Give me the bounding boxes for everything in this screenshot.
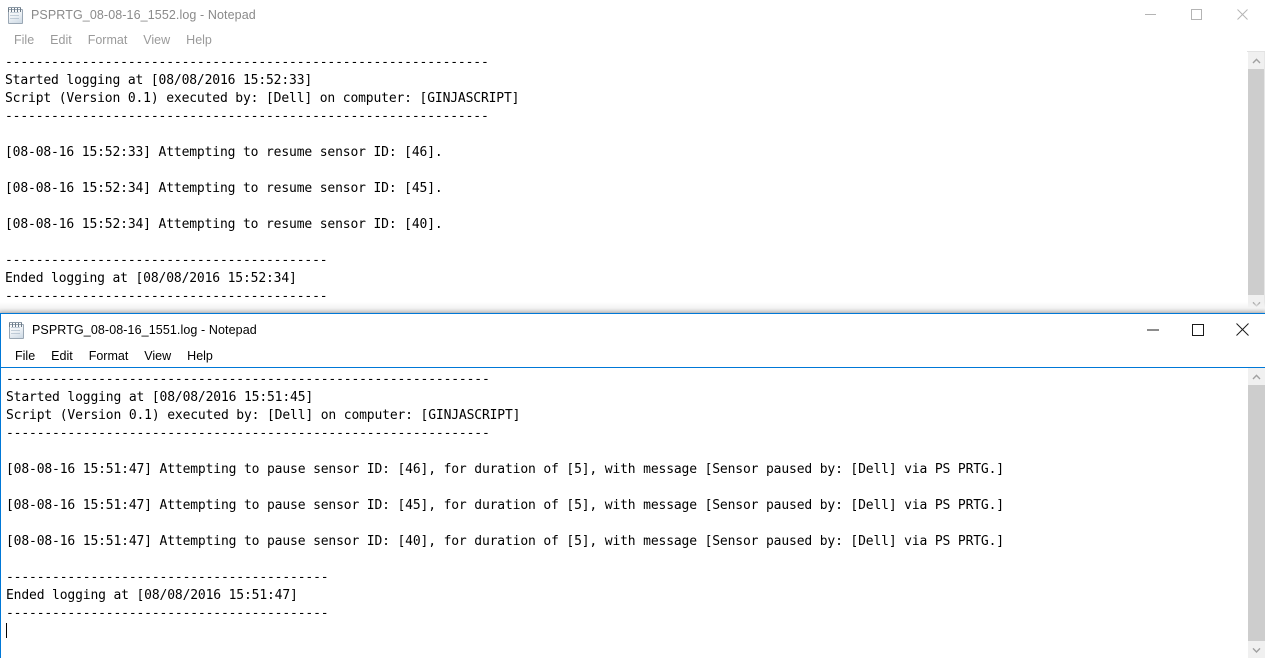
scroll-down-arrow-icon[interactable] [1248, 641, 1265, 658]
menubar: File Edit Format View Help [0, 29, 1265, 51]
log-line [6, 515, 1247, 533]
log-line [5, 126, 1247, 144]
log-line [6, 551, 1247, 569]
menu-format[interactable]: Format [87, 32, 128, 47]
log-line: ----------------------------------------… [6, 606, 329, 621]
text-caret-line [6, 623, 1247, 641]
log-text-area[interactable]: ----------------------------------------… [1, 368, 1247, 658]
log-line: Script (Version 0.1) executed by: [Dell]… [5, 91, 520, 106]
log-line: Started logging at [08/08/2016 15:51:45] [6, 390, 314, 405]
menu-view[interactable]: View [143, 32, 171, 47]
scroll-up-arrow-icon[interactable] [1248, 52, 1265, 69]
menu-edit[interactable]: Edit [51, 348, 73, 363]
log-line: ----------------------------------------… [5, 253, 328, 268]
menu-format[interactable]: Format [88, 348, 129, 363]
scroll-up-arrow-icon[interactable] [1248, 368, 1265, 385]
log-line: ----------------------------------------… [5, 109, 489, 124]
notepad-icon [8, 321, 25, 339]
notepad-window-foreground[interactable]: PSPRTG_08-08-16_1551.log - Notepad File … [0, 313, 1265, 658]
window-controls [1127, 0, 1265, 29]
text-caret [6, 623, 7, 638]
window-title: PSPRTG_08-08-16_1551.log - Notepad [32, 322, 257, 337]
client-area: ----------------------------------------… [1, 367, 1265, 658]
log-line: ----------------------------------------… [5, 289, 328, 304]
scrollbar-track[interactable] [1248, 69, 1265, 295]
menubar: File Edit Format View Help [1, 345, 1265, 367]
log-line: [08-08-16 15:52:34] Attempting to resume… [5, 181, 443, 196]
client-area: ----------------------------------------… [0, 51, 1265, 312]
scrollbar-thumb[interactable] [1248, 69, 1265, 295]
log-line [5, 198, 1247, 216]
log-line: [08-08-16 15:51:47] Attempting to pause … [6, 534, 1004, 549]
menu-edit[interactable]: Edit [50, 32, 72, 47]
titlebar[interactable]: PSPRTG_08-08-16_1551.log - Notepad [1, 314, 1265, 345]
log-text-area[interactable]: ----------------------------------------… [0, 51, 1247, 312]
log-line: ----------------------------------------… [6, 372, 490, 387]
log-line: ----------------------------------------… [6, 426, 490, 441]
menu-help[interactable]: Help [186, 32, 212, 47]
log-line: Ended logging at [08/08/2016 15:52:34] [5, 271, 297, 286]
log-line: Script (Version 0.1) executed by: [Dell]… [6, 408, 521, 423]
log-line [6, 479, 1247, 497]
minimize-button[interactable] [1127, 0, 1173, 29]
notepad-window-background[interactable]: PSPRTG_08-08-16_1552.log - Notepad File … [0, 0, 1265, 313]
log-line [5, 162, 1247, 180]
menu-file[interactable]: File [15, 348, 36, 363]
vertical-scrollbar[interactable] [1247, 52, 1265, 312]
close-button[interactable] [1219, 0, 1265, 29]
maximize-button[interactable] [1175, 314, 1220, 345]
log-line: ----------------------------------------… [6, 570, 329, 585]
menu-file[interactable]: File [14, 32, 35, 47]
scrollbar-thumb[interactable] [1248, 385, 1265, 641]
log-line: [08-08-16 15:52:34] Attempting to resume… [5, 217, 443, 232]
log-line: Ended logging at [08/08/2016 15:51:47] [6, 588, 298, 603]
vertical-scrollbar[interactable] [1247, 368, 1265, 658]
menu-help[interactable]: Help [187, 348, 213, 363]
scrollbar-track[interactable] [1248, 385, 1265, 641]
menu-view[interactable]: View [144, 348, 172, 363]
log-line: [08-08-16 15:52:33] Attempting to resume… [5, 145, 443, 160]
titlebar[interactable]: PSPRTG_08-08-16_1552.log - Notepad [0, 0, 1265, 29]
maximize-button[interactable] [1173, 0, 1219, 29]
notepad-icon [7, 6, 24, 24]
close-button[interactable] [1220, 314, 1265, 345]
scroll-down-arrow-icon[interactable] [1248, 295, 1265, 312]
window-controls [1130, 314, 1265, 345]
log-line: [08-08-16 15:51:47] Attempting to pause … [6, 498, 1004, 513]
log-line [5, 234, 1247, 252]
log-line: [08-08-16 15:51:47] Attempting to pause … [6, 462, 1004, 477]
log-line: Started logging at [08/08/2016 15:52:33] [5, 73, 313, 88]
log-line: ----------------------------------------… [5, 55, 489, 70]
minimize-button[interactable] [1130, 314, 1175, 345]
log-line [6, 443, 1247, 461]
window-title: PSPRTG_08-08-16_1552.log - Notepad [31, 7, 256, 22]
